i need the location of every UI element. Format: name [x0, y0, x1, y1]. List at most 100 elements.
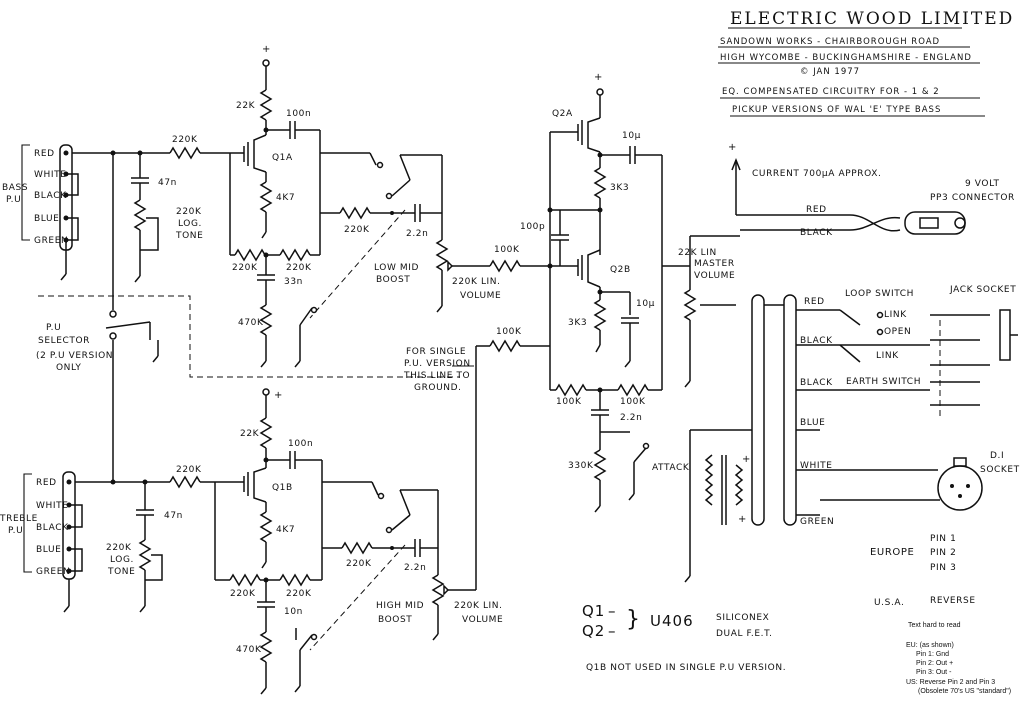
svg-text:220K: 220K: [346, 559, 372, 569]
svg-text:100K: 100K: [494, 245, 520, 255]
svg-text:RED: RED: [804, 297, 825, 307]
svg-text:220K: 220K: [286, 263, 312, 273]
svg-text:WHITE: WHITE: [36, 501, 69, 511]
svg-text:+: +: [738, 514, 747, 525]
svg-text:}: }: [626, 607, 641, 632]
q2-output-cap: 10µ: [622, 131, 641, 141]
high-mid-boost-label: HIGH MID: [376, 601, 424, 611]
svg-text:VOLUME: VOLUME: [694, 271, 735, 281]
svg-text:LINK: LINK: [884, 310, 907, 320]
svg-text:PIN 3: PIN 3: [930, 563, 956, 573]
single-pu-note: FOR SINGLE: [406, 347, 466, 357]
selector-label: P.U: [46, 323, 61, 333]
di-socket-label: D.I: [990, 451, 1004, 461]
svg-text:470K: 470K: [238, 318, 264, 328]
q2a-label: Q2A: [552, 109, 573, 119]
svg-text:100K: 100K: [496, 327, 522, 337]
bass-tone-cap: 47n: [158, 178, 177, 188]
svg-text:TONE: TONE: [175, 231, 203, 241]
svg-text:BOOST: BOOST: [378, 615, 412, 625]
svg-text:RED: RED: [806, 205, 827, 215]
svg-text:Q1: Q1: [582, 602, 605, 620]
svg-text:470K: 470K: [236, 645, 262, 655]
q1b-note: Q1B NOT USED IN SINGLE P.U VERSION.: [586, 663, 786, 673]
svg-text:LOG.: LOG.: [178, 219, 202, 229]
bass-volume-label: 220K LIN.: [452, 277, 501, 287]
svg-text:MASTER: MASTER: [694, 259, 735, 269]
svg-text:22K: 22K: [240, 429, 260, 439]
bass-wire-red: RED: [34, 149, 55, 159]
svg-text:+: +: [742, 454, 751, 465]
svg-text:+: +: [728, 142, 737, 153]
svg-text:+: +: [274, 390, 283, 401]
svg-text:SELECTOR: SELECTOR: [38, 336, 90, 346]
q1b-label: Q1B: [272, 483, 293, 493]
fet-part-number: U406: [650, 612, 694, 630]
svg-text:2.2n: 2.2n: [406, 229, 428, 239]
svg-text:P.U: P.U: [8, 526, 23, 536]
svg-text:–: –: [608, 602, 617, 620]
svg-text:220K: 220K: [344, 225, 370, 235]
svg-text:Pin 3: Out -: Pin 3: Out -: [916, 669, 952, 676]
bass-wire-black: BLACK: [34, 191, 67, 201]
svg-text:100K: 100K: [620, 397, 646, 407]
svg-text:Pin 2: Out +: Pin 2: Out +: [916, 660, 953, 667]
jack-socket-label: JACK SOCKET: [949, 285, 1016, 295]
svg-text:EU: (as shown): EU: (as shown): [906, 642, 954, 649]
svg-text:BLACK: BLACK: [800, 336, 833, 346]
q1a-coupling-cap: 100n: [286, 109, 311, 119]
svg-text:4K7: 4K7: [276, 525, 295, 535]
bass-wire-green: GREEN: [34, 236, 68, 246]
svg-text:+: +: [262, 44, 271, 55]
address-line-2: HIGH WYCOMBE - BUCKINGHAMSHIRE - ENGLAND: [720, 53, 972, 63]
svg-text:+: +: [594, 72, 603, 83]
svg-text:RED: RED: [36, 478, 57, 488]
svg-text:3K3: 3K3: [610, 183, 629, 193]
description-line-1: EQ. COMPENSATED CIRCUITRY FOR - 1 & 2: [722, 87, 940, 97]
q1a-bias-cap: 33n: [284, 277, 303, 287]
svg-text:330K: 330K: [568, 461, 594, 471]
current-label: CURRENT 700µA APPROX.: [752, 169, 881, 179]
svg-text:REVERSE: REVERSE: [930, 596, 976, 606]
bass-wire-blue: BLUE: [34, 214, 59, 224]
svg-text:GREEN: GREEN: [800, 517, 834, 527]
svg-text:(Obsolete 70's US "standard"): (Obsolete 70's US "standard"): [918, 688, 1011, 695]
svg-text:DUAL F.E.T.: DUAL F.E.T.: [716, 629, 773, 639]
svg-text:Q2: Q2: [582, 622, 605, 640]
loop-switch-label: LOOP SWITCH: [845, 289, 914, 299]
svg-text:LINK: LINK: [876, 351, 899, 361]
svg-text:(2 P.U VERSION: (2 P.U VERSION: [36, 351, 113, 361]
treble-volume-label: 220K LIN.: [454, 601, 503, 611]
svg-text:2.2n: 2.2n: [620, 413, 642, 423]
svg-text:VOLUME: VOLUME: [462, 615, 503, 625]
svg-text:2.2n: 2.2n: [404, 563, 426, 573]
svg-text:220K: 220K: [230, 589, 256, 599]
svg-text:–: –: [608, 622, 617, 640]
svg-text:TONE: TONE: [107, 567, 135, 577]
bass-tone-pot: 220K: [176, 207, 202, 217]
treble-tone-pot: 220K: [106, 543, 132, 553]
svg-text:220K: 220K: [232, 263, 258, 273]
svg-text:WHITE: WHITE: [800, 461, 833, 471]
usa-label: U.S.A.: [874, 598, 904, 608]
bass-pu-label: BASS: [2, 183, 28, 193]
q1a-source-resistor: 4K7: [276, 193, 295, 203]
svg-text:BLACK: BLACK: [800, 228, 833, 238]
svg-text:220K: 220K: [286, 589, 312, 599]
q1b-coupling-cap: 100n: [288, 439, 313, 449]
earth-switch-label: EARTH SWITCH: [846, 377, 921, 387]
svg-text:BLUE: BLUE: [36, 545, 61, 555]
svg-text:P.U: P.U: [6, 195, 21, 205]
svg-text:3K3: 3K3: [568, 318, 587, 328]
svg-text:ONLY: ONLY: [56, 363, 82, 373]
svg-text:100p: 100p: [520, 222, 545, 232]
company-name: ELECTRIC WOOD LIMITED: [730, 9, 1014, 29]
svg-text:SILICONEX: SILICONEX: [716, 613, 769, 623]
notes-hard: Text hard to read: [908, 622, 961, 629]
master-volume-label: 22K LIN: [678, 248, 717, 258]
svg-text:THIS LINE TO: THIS LINE TO: [403, 371, 470, 381]
treble-pickup: RED WHITE BLACK BLUE GREEN TREBLE P.U: [0, 471, 83, 613]
svg-text:BLACK: BLACK: [36, 523, 69, 533]
date-label: © JAN 1977: [800, 67, 860, 77]
